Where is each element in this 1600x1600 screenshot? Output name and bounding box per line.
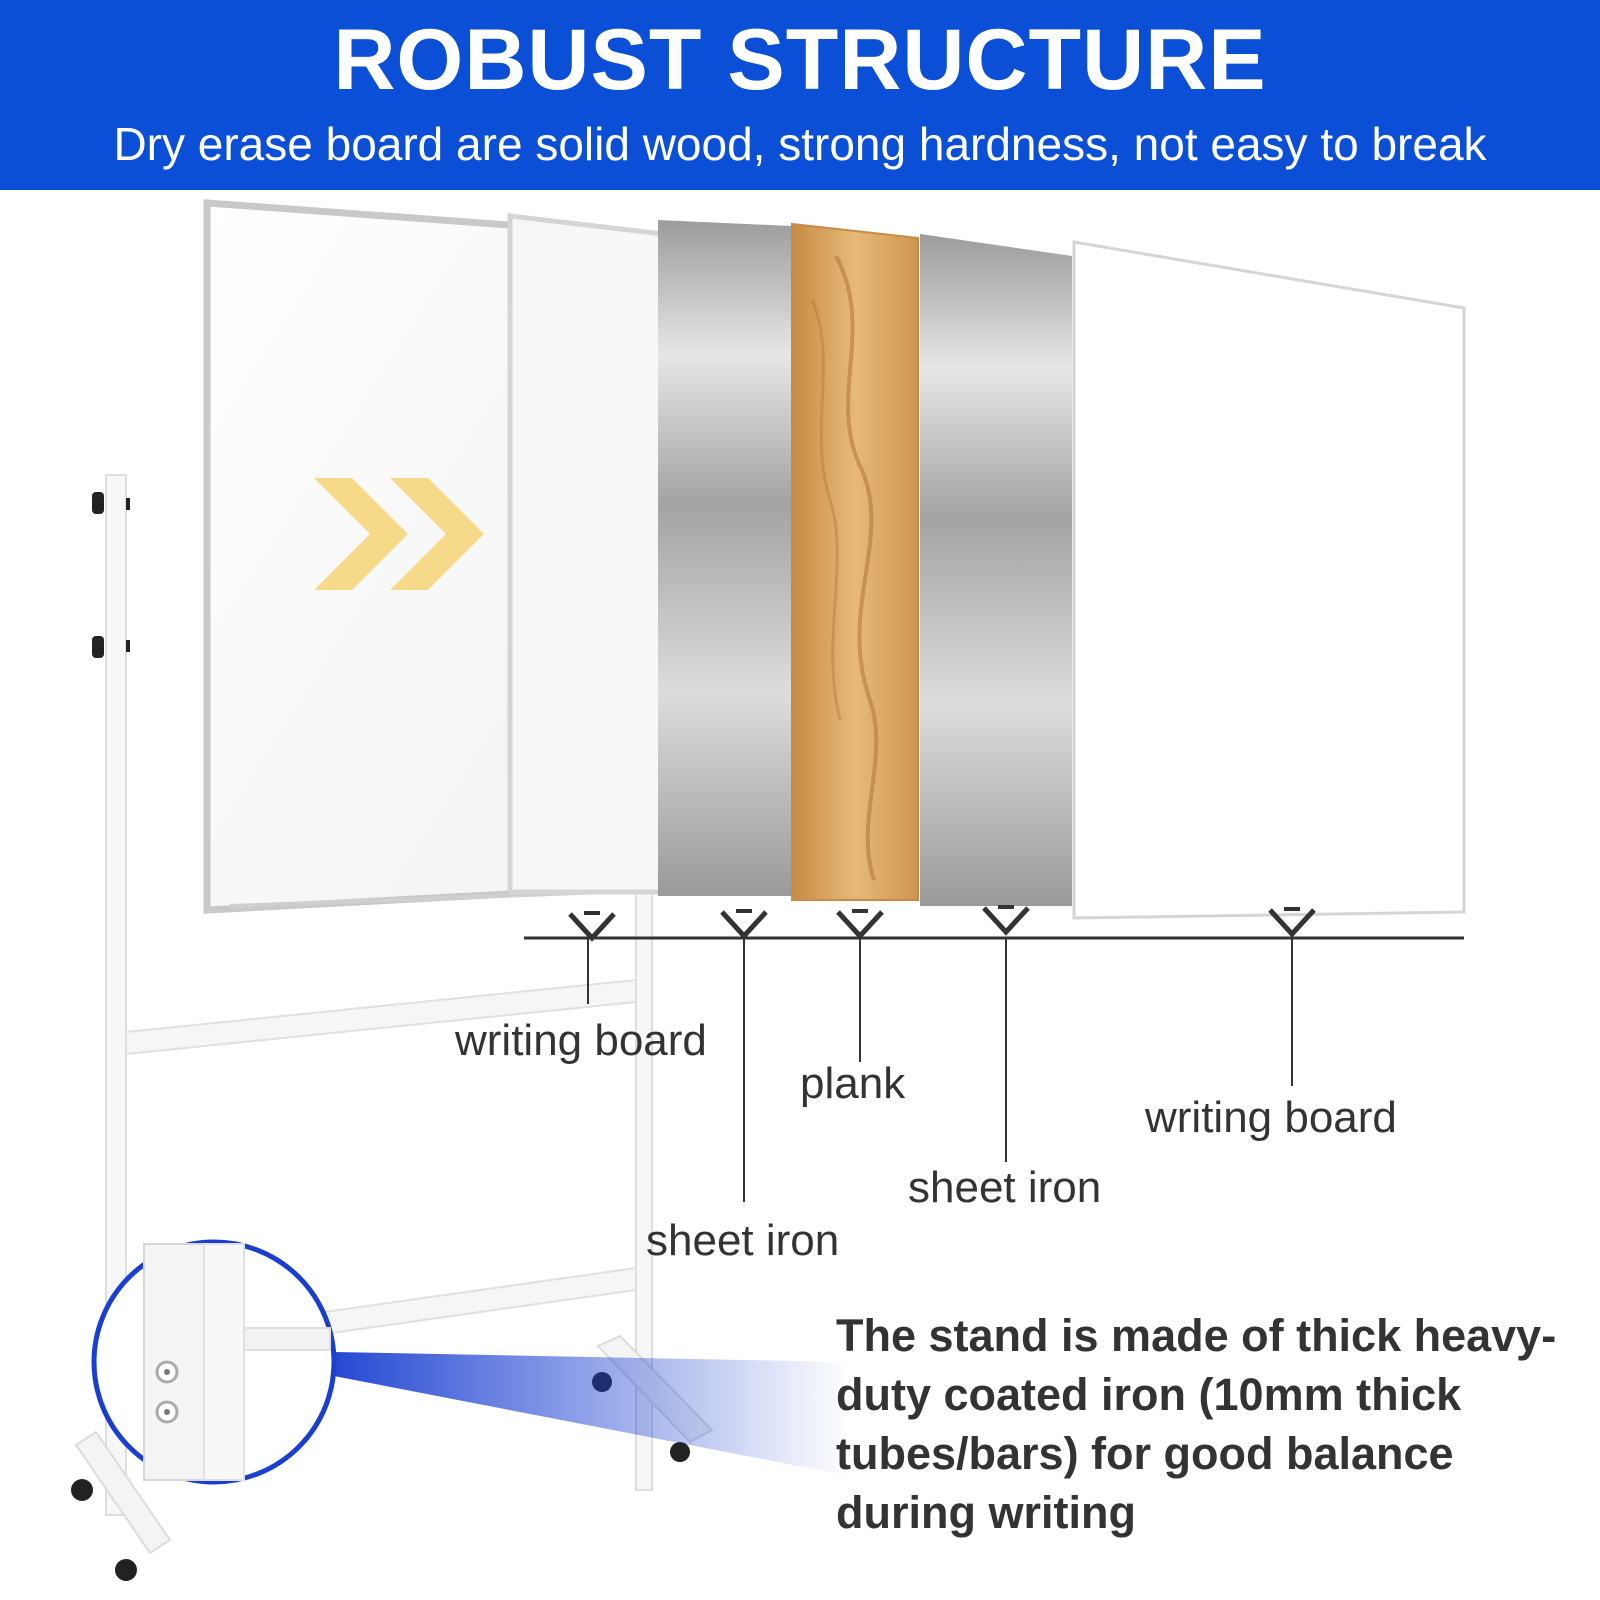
magnifier-detail-icon [91, 1239, 337, 1485]
v-marker-icon [720, 909, 768, 1202]
layer-label-sheet-iron-front: sheet iron [646, 1216, 840, 1265]
caster-wheel [71, 1479, 93, 1501]
double-chevron-right-icon [314, 478, 484, 590]
layer-sheet-iron-back [920, 234, 1072, 906]
zoom-beam [334, 1352, 850, 1476]
v-marker-icon [1268, 907, 1316, 1086]
page-title: ROBUST STRUCTURE [333, 12, 1267, 108]
header-banner: ROBUST STRUCTURE Dry erase board are sol… [0, 0, 1600, 190]
page-subtitle: Dry erase board are solid wood, strong h… [113, 118, 1487, 170]
v-marker-icon [568, 911, 616, 1004]
mount-knob-upper [92, 492, 104, 514]
layer-label-sheet-iron-back: sheet iron [908, 1163, 1102, 1212]
layer-writing-board-front [507, 213, 667, 895]
caster-wheel [115, 1559, 137, 1581]
layer-label-plank: plank [800, 1059, 906, 1108]
stand-description: The stand is made of thick heavy-duty co… [836, 1310, 1557, 1538]
layer-label-writing-board-back: writing board [1145, 1093, 1397, 1142]
layer-label-writing-board-front: writing board [455, 1016, 707, 1065]
v-marker-icon [982, 905, 1030, 1162]
stand-left-post [105, 474, 127, 1516]
layer-sheet-iron-front [658, 220, 792, 896]
v-marker-icon [836, 909, 884, 1062]
layer-writing-board-back [1072, 240, 1466, 920]
layer-plank [791, 222, 919, 901]
layer-pointers [524, 905, 1464, 1202]
caster-wheel [670, 1442, 690, 1462]
mount-knob-lower [92, 636, 104, 658]
stand-crossbar-upper [125, 978, 637, 1056]
stand-frame [92, 474, 653, 1516]
left-foot [74, 1430, 172, 1555]
layer-stack [507, 213, 1466, 920]
